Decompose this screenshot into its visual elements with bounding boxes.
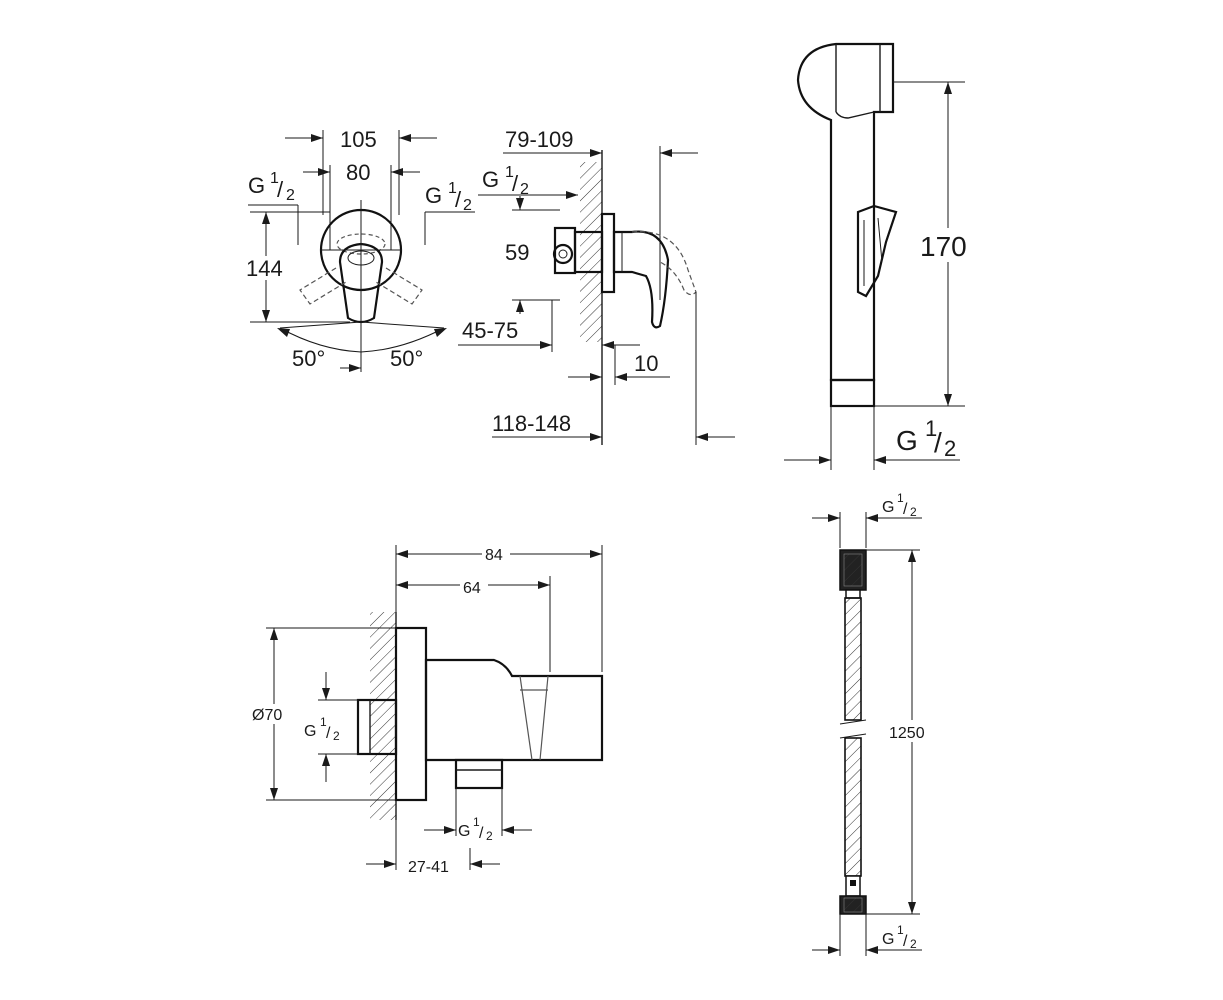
svg-text:/: / [455, 187, 462, 212]
svg-text:/: / [277, 177, 284, 202]
angle-left-label: 50° [292, 346, 325, 371]
svg-text:/: / [326, 725, 331, 742]
dim-84-label: 84 [485, 547, 503, 564]
dim-170-label: 170 [920, 231, 967, 262]
side-thread-label: G 1 / 2 [482, 164, 529, 198]
dim-105-label: 105 [340, 127, 377, 152]
dim-80-label: 80 [346, 160, 370, 185]
svg-text:1: 1 [897, 491, 904, 505]
svg-text:G: G [896, 425, 918, 456]
dim-27-41-label: 27-41 [408, 859, 449, 876]
svg-text:G: G [482, 167, 499, 192]
dim-64-label: 64 [463, 580, 481, 597]
dim-59-label: 59 [505, 240, 529, 265]
svg-text:G: G [425, 183, 442, 208]
svg-text:2: 2 [463, 197, 472, 214]
svg-text:/: / [934, 427, 942, 458]
dim-79-109-label: 79-109 [505, 127, 574, 152]
elbow-thread-bottom-label: G 1 / 2 [458, 815, 493, 843]
dim-118-148-label: 118-148 [492, 411, 571, 436]
svg-text:/: / [903, 501, 908, 518]
svg-text:G: G [248, 173, 265, 198]
mixer-front-view: 105 80 G 1 / 2 G 1 / 2 144 [243, 127, 475, 372]
svg-text:2: 2 [486, 829, 493, 843]
dim-1250-label: 1250 [889, 725, 925, 742]
svg-text:1: 1 [320, 715, 327, 729]
hose-thread-top-label: G 1 / 2 [882, 491, 917, 519]
svg-text:2: 2 [910, 937, 917, 951]
svg-text:2: 2 [910, 505, 917, 519]
svg-text:1: 1 [448, 180, 457, 197]
dim-10-label: 10 [634, 351, 658, 376]
svg-text:2: 2 [520, 181, 529, 198]
svg-text:2: 2 [333, 729, 340, 743]
elbow-thread-left-label: G 1 / 2 [304, 715, 340, 743]
hand-shower-view: 170 G 1 / 2 [784, 42, 974, 470]
dim-diameter-label: Ø70 [252, 707, 282, 724]
svg-text:G: G [304, 723, 316, 740]
svg-text:1: 1 [505, 164, 514, 181]
svg-text:/: / [512, 171, 519, 196]
svg-text:1: 1 [897, 923, 904, 937]
svg-text:2: 2 [286, 187, 295, 204]
mixer-side-view: 79-109 G 1 / 2 59 45-75 [458, 127, 735, 445]
svg-text:2: 2 [944, 436, 956, 461]
dim-144-label: 144 [246, 256, 283, 281]
svg-text:G: G [882, 499, 894, 516]
svg-text:/: / [903, 933, 908, 950]
dim-45-75-label: 45-75 [462, 318, 518, 343]
svg-text:G: G [458, 823, 470, 840]
thread-label-right: G 1 / 2 [425, 180, 472, 214]
angle-right-label: 50° [390, 346, 423, 371]
hose-view: G 1 / 2 1250 G [812, 491, 934, 956]
svg-text:1: 1 [925, 416, 937, 441]
svg-text:1: 1 [270, 170, 279, 187]
hose-thread-bottom-label: G 1 / 2 [882, 923, 917, 951]
svg-text:1: 1 [473, 815, 480, 829]
svg-text:G: G [882, 931, 894, 948]
wall-elbow-view: 84 64 Ø70 G 1 / [250, 544, 604, 876]
handshower-thread-label: G 1 / 2 [896, 416, 956, 461]
thread-label-left: G 1 / 2 [248, 170, 295, 204]
svg-text:/: / [479, 825, 484, 842]
